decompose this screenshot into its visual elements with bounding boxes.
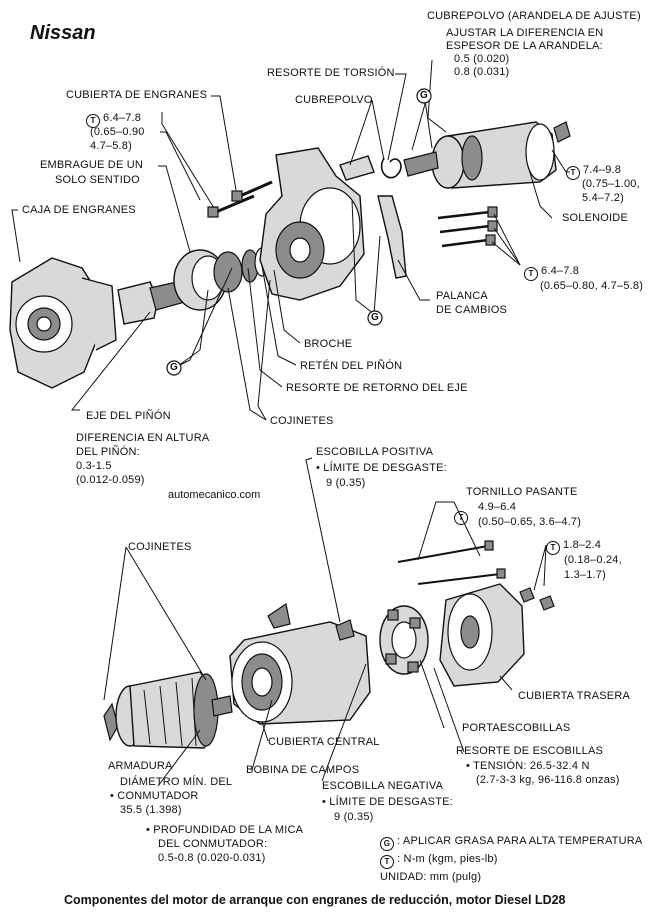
brand-title: Nissan (30, 22, 96, 44)
torque-symbol: T (454, 511, 468, 525)
label-ajustar: AJUSTAR LA DIFERENCIA EN (446, 27, 604, 39)
label-eje-pinon: EJE DEL PIÑÓN (86, 410, 171, 422)
label-escobilla-negativa: ESCOBILLA NEGATIVA (322, 780, 444, 792)
label-cojinetes-bottom: COJINETES (128, 541, 192, 553)
label-resorte-retorno: RESORTE DE RETORNO DEL EJE (286, 382, 468, 394)
torque-spec-c: (0.65–0.80, 4.7–5.8) (540, 280, 644, 292)
brush-holder-part (379, 605, 429, 675)
clutch-part (173, 249, 243, 311)
center-housing-part (229, 603, 371, 725)
label-diferencia: DIFERENCIA EN ALTURA (76, 432, 210, 444)
label-cubierta-engranes: CUBIERTA DE ENGRANES (66, 89, 208, 101)
torque-spec-b: (0.75–1.00, (582, 178, 640, 190)
label-broche: BROCHE (304, 338, 353, 350)
label-limite-positiva-value: 9 (0.35) (326, 477, 366, 489)
label-diametro: • CONMUTADOR (110, 790, 199, 802)
label-diametro: DIÁMETRO MÍN. DEL (120, 776, 233, 788)
label-portaescobillas: PORTAESCOBILLAS (462, 722, 571, 734)
torque-symbol: T (86, 114, 100, 128)
torque-spec-a: (0.65–0.90 (90, 126, 145, 138)
solenoid-part (403, 121, 571, 189)
label-tornillo-pasante: TORNILLO PASANTE (466, 486, 578, 498)
grease-callouts (166, 88, 432, 376)
label-cubrepolvo-arandela: CUBREPOLVO (ARANDELA DE AJUSTE) (427, 10, 641, 22)
label-diferencia-value: 0.3-1.5 (76, 460, 112, 472)
label-cubrepolvo: CUBREPOLVO (295, 94, 373, 106)
tornillo-spec-symbol: T (454, 509, 471, 525)
label-profundidad: • PROFUNDIDAD DE LA MICA (146, 824, 304, 836)
tornillo-spec: (0.50–0.65, 3.6–4.7) (478, 516, 582, 528)
label-profundidad: DEL CONMUTADOR: (158, 838, 268, 850)
label-limite-positiva: • LÍMITE DE DESGASTE: (316, 462, 447, 474)
label-cubierta-trasera: CUBIERTA TRASERA (518, 690, 631, 702)
label-bobina: BOBINA DE CAMPOS (246, 764, 360, 776)
torque-spec-a: 4.7–5.8) (90, 140, 132, 152)
label-diferencia-value: (0.012-0.059) (76, 474, 145, 486)
leader-lines (11, 59, 570, 787)
label-resorte-escobillas: RESORTE DE ESCOBILLAS (456, 745, 604, 757)
label-limite-negativa: • LÍMITE DE DESGASTE: (322, 796, 453, 808)
torque-symbol: T (566, 166, 580, 180)
label-limite-negativa-value: 9 (0.35) (334, 811, 374, 823)
label-ajustar-value: 0.8 (0.031) (454, 66, 510, 78)
torque-spec-d: 1.3–1.7) (564, 569, 606, 581)
label-tension: • TENSIÓN: 26.5-32.4 N (466, 760, 590, 772)
label-ajustar-value: 0.5 (0.020) (454, 53, 510, 65)
label-palanca: PALANCA (436, 290, 488, 302)
through-bolts (397, 540, 555, 611)
label-tension-value: (2.7-3-3 kg, 96-116.8 onzas) (476, 774, 620, 786)
label-solenoide: SOLENOIDE (562, 212, 628, 224)
grease-symbol: G (380, 837, 394, 851)
label-palanca: DE CAMBIOS (436, 304, 508, 316)
label-escobilla-positiva: ESCOBILLA POSITIVA (316, 446, 434, 458)
label-cubierta-central: CUBIERTA CENTRAL (268, 736, 380, 748)
dust-cover-part (339, 155, 375, 181)
legend-grease: G: APLICAR GRASA PARA ALTA TEMPERATURA (380, 835, 642, 851)
rear-cover-part (439, 583, 525, 687)
label-profundidad-value: 0.5-0.8 (0.020-0.031) (158, 852, 266, 864)
shift-lever-part (377, 195, 407, 279)
figure-caption: Componentes del motor de arranque con en… (64, 893, 566, 907)
label-resorte-torsion: RESORTE DE TORSIÓN (267, 67, 395, 79)
legend-unit: UNIDAD: mm (pulg) (380, 871, 482, 883)
gear-case-part (9, 257, 117, 389)
label-armadura: ARMADURA (108, 760, 173, 772)
label-ajustar: ESPESOR DE LA ARANDELA: (446, 40, 603, 52)
torque-symbol: T (380, 855, 394, 869)
label-diferencia: DEL PIÑÓN: (76, 446, 140, 458)
torque-symbol: T (524, 267, 538, 281)
torque-spec-b: 5.4–7.2) (582, 192, 624, 204)
label-embrague: SOLO SENTIDO (55, 174, 140, 186)
armature-part (103, 671, 233, 749)
label-reten-pinon: RETÉN DEL PIÑÓN (300, 360, 403, 372)
legend-torque: T: N-m (kgm, pies-lb) (380, 853, 498, 869)
grease-symbol: G (420, 90, 428, 101)
torsion-spring-part (380, 157, 402, 179)
watermark-text: automecanico.com (168, 489, 261, 501)
torque-symbol: T (546, 541, 560, 555)
grease-symbol: G (371, 312, 379, 323)
label-embrague: EMBRAGUE DE UN (40, 159, 144, 171)
gear-cover-part (259, 147, 365, 301)
torque-spec-d: (0.18–0.24, (564, 554, 622, 566)
gear-cover-bolts (207, 180, 273, 218)
solenoid-bolts (437, 206, 498, 248)
label-cojinetes-top: COJINETES (270, 415, 334, 427)
grease-symbol: G (170, 362, 178, 373)
label-diametro-value: 35.5 (1.398) (120, 804, 182, 816)
label-caja-engranes: CAJA DE ENGRANES (22, 204, 136, 216)
tornillo-spec: 4.9–6.4 (478, 501, 517, 513)
